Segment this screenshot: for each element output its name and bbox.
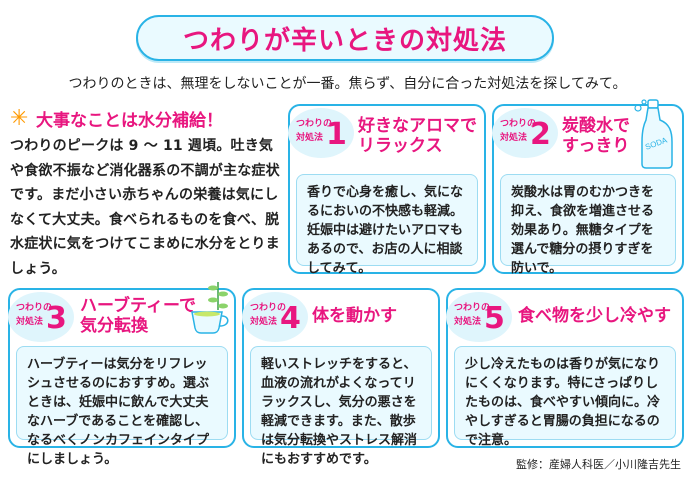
remedy-badge: つわりの 対処法 4 — [242, 292, 308, 342]
remedy-card-1: つわりの 対処法 1 好きなアロマで リラックス 香りで心身を癒し、気になるにお… — [288, 104, 486, 276]
remedy-card-3: つわりの 対処法 3 ハーブティーで 気分転換 ハーブティーは気分をリフレッシュ… — [8, 282, 236, 467]
remedy-badge: つわりの 対処法 3 — [8, 292, 74, 342]
remedy-card-2: つわりの 対処法 2 炭酸水で すっきり SODA 炭酸水は胃のむかつきを抑え、… — [492, 99, 684, 276]
card-body: 少し冷えたものは香りが気になりにくくなります。特にさっぱりしたものは、食べやすい… — [454, 346, 676, 448]
card-body: 香りで心身を癒し、気になるにおいの不快感も軽減。妊娠中は避けたいアロマもあるので… — [296, 174, 478, 276]
card-body: ハーブティーは気分をリフレッシュさせるのにおすすめ。選ぶときは、妊娠中に飲んで大… — [16, 346, 228, 467]
page-subtitle: つわりのときは、無理をしないことが一番。焦らず、自分に合った対処法を探してみて。 — [68, 76, 627, 92]
remedy-card-5: つわりの 対処法 5 食べ物を少し冷やす 少し冷えたものは香りが気になりにくくな… — [446, 288, 684, 448]
badge-label-top: つわりの — [454, 303, 491, 313]
badge-label-top: つわりの — [16, 303, 53, 313]
badge-number: 4 — [280, 301, 301, 336]
badge-label-bottom: 対処法 — [500, 133, 528, 143]
badge-label-bottom: 対処法 — [16, 317, 44, 327]
soda-bottle-icon: SODA — [634, 99, 673, 169]
badge-number: 1 — [326, 117, 347, 152]
card-title-line1: 好きなアロマで — [358, 116, 477, 136]
card-title-line2: 気分転換 — [80, 316, 148, 336]
badge-number: 2 — [530, 117, 551, 152]
badge-label-bottom: 対処法 — [454, 317, 482, 327]
badge-label-top: つわりの — [500, 119, 537, 129]
card-title-line2: リラックス — [358, 136, 443, 156]
intro-heading: ✳ 大事なことは水分補給！ — [10, 106, 282, 131]
card-body: 炭酸水は胃のむかつきを抑え、食欲を増進させる効果あり。無糖タイプを選んで糖分の摂… — [500, 174, 676, 276]
card-title-line1: ハーブティーで — [80, 296, 196, 316]
card-title-line1: 体を動かす — [312, 306, 397, 326]
badge-label-top: つわりの — [250, 303, 287, 313]
remedy-badge: つわりの 対処法 1 — [288, 108, 354, 158]
sparkle-icon: ✳ — [10, 105, 29, 131]
herb-tea-icon — [191, 282, 229, 334]
intro-section: ✳ 大事なことは水分補給！ つわりのピークは 9 ～ 11 週頃。吐き気や食欲不… — [10, 106, 282, 281]
badge-number: 3 — [46, 301, 67, 336]
page-title: つわりが辛いときの対処法 — [182, 25, 507, 56]
intro-body: つわりのピークは 9 ～ 11 週頃。吐き気や食欲不振など消化器系の不調が主な症… — [10, 138, 280, 277]
badge-label-top: つわりの — [296, 119, 333, 129]
intro-heading-text: 大事なことは水分補給！ — [36, 111, 223, 131]
remedy-card-4: つわりの 対処法 4 体を動かす 軽いストレッチをすると、血液の流れがよくなって… — [242, 288, 440, 467]
remedy-badge: つわりの 対処法 5 — [446, 292, 512, 342]
title-banner: つわりが辛いときの対処法 — [136, 15, 554, 61]
card-title-line2: すっきり — [562, 136, 630, 156]
card-body: 軽いストレッチをすると、血液の流れがよくなってリラックスし、気分の悪さを軽減でき… — [250, 346, 432, 467]
badge-label-bottom: 対処法 — [296, 133, 324, 143]
card-title-line1: 食べ物を少し冷やす — [518, 306, 671, 326]
remedy-badge: つわりの 対処法 2 — [492, 108, 558, 158]
supervisor-credit: 監修：産婦人科医／小川隆吉先生 — [516, 458, 681, 471]
card-title-line1: 炭酸水で — [562, 116, 630, 136]
badge-number: 5 — [484, 301, 505, 336]
badge-label-bottom: 対処法 — [250, 317, 278, 327]
